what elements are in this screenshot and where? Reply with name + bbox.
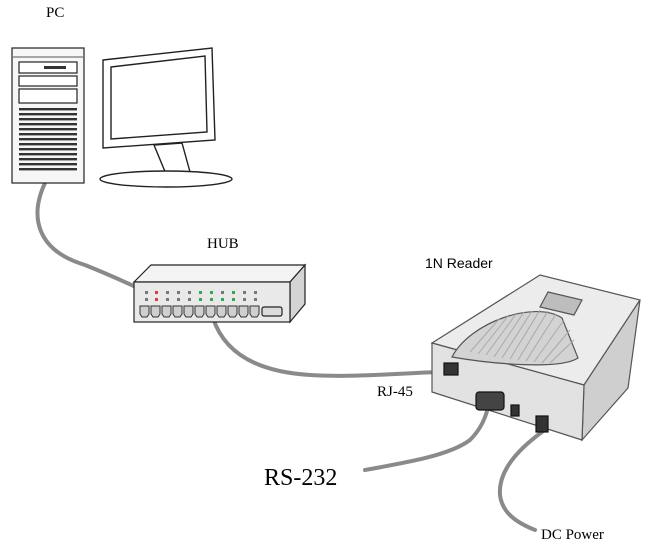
reader-dc-jack	[535, 415, 549, 433]
reader-label-plate	[539, 291, 583, 316]
reader-rj45-port	[443, 362, 459, 376]
hub	[132, 263, 307, 324]
hub-to-reader-cable	[211, 316, 450, 378]
pc-to-hub-cable	[35, 181, 140, 290]
monitor-screen	[110, 55, 208, 140]
pc-vent-grille	[19, 108, 77, 171]
dc-power-cable	[497, 430, 544, 532]
reader-small-port	[510, 404, 520, 417]
monitor-base	[99, 170, 233, 188]
cables	[35, 181, 544, 532]
reader-device	[430, 274, 641, 442]
rs232-label: RS-232	[264, 465, 338, 491]
pc-drive-bay	[18, 75, 78, 87]
rs232-cable	[363, 400, 491, 472]
pc-tower	[11, 47, 85, 184]
hub-label: HUB	[207, 236, 239, 252]
dc-power-label: DC Power	[541, 527, 604, 543]
hub-top	[132, 264, 307, 283]
hub-ports	[139, 305, 260, 318]
monitor	[99, 47, 233, 188]
rj45-label: RJ-45	[377, 384, 413, 400]
reader-label: 1N Reader	[425, 255, 493, 271]
reader-db9-port	[475, 391, 505, 411]
pc-drive-bay	[18, 88, 78, 104]
pc-label: PC	[46, 5, 65, 21]
pc-drive-slot	[44, 66, 66, 69]
hub-leds	[145, 291, 257, 301]
reader-ribs	[469, 309, 575, 364]
hub-uplink-port	[261, 306, 283, 317]
monitor-neck	[152, 142, 191, 175]
